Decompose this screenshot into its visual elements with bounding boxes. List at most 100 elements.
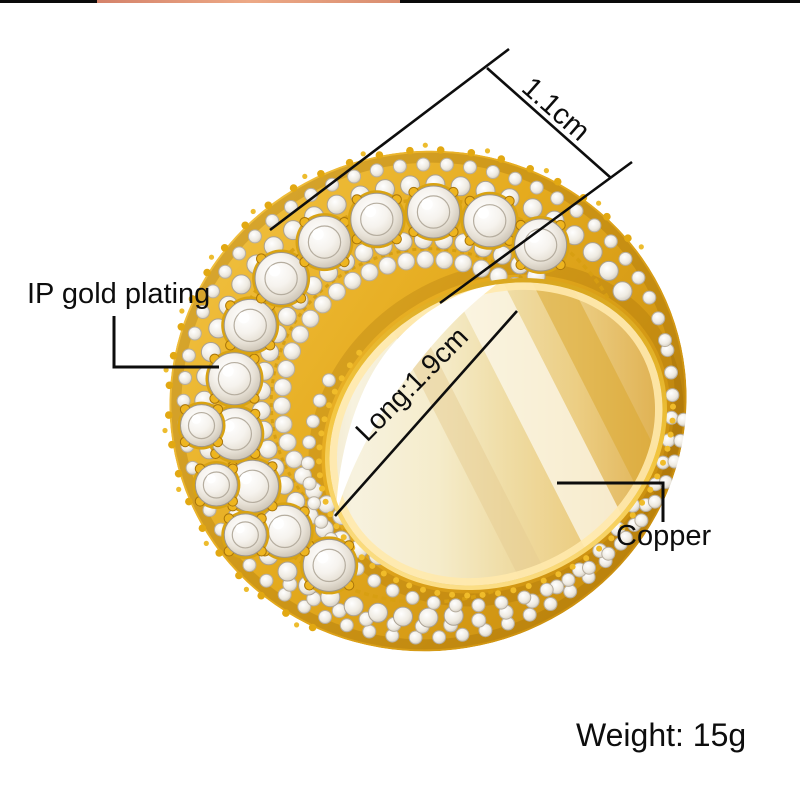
- pave-stone: [625, 497, 641, 513]
- pave-stone: [432, 630, 447, 645]
- large-stone-glint: [235, 523, 245, 534]
- gold-bead: [654, 473, 661, 480]
- inner-length-line: [334, 310, 518, 517]
- pave-stone: [471, 612, 487, 628]
- large-stone-facet: [217, 361, 252, 396]
- ring-prongs: [162, 142, 644, 632]
- prong-bead: [203, 268, 211, 277]
- large-stone-glint: [191, 414, 201, 424]
- gold-bead: [316, 472, 323, 479]
- prong-bead: [165, 411, 173, 419]
- pave-stone: [277, 360, 296, 378]
- gold-bead: [495, 590, 501, 597]
- prong-bead: [185, 497, 193, 506]
- pave-stone: [348, 516, 367, 535]
- prong-bead: [208, 254, 215, 260]
- gold-bead: [319, 485, 326, 492]
- pave-stone: [543, 597, 558, 611]
- gold-bead: [420, 586, 426, 593]
- prong-bead: [526, 165, 534, 173]
- prong-bead: [282, 609, 290, 617]
- prong-bead: [215, 549, 223, 557]
- pave-stone: [385, 583, 400, 598]
- gold-bead: [510, 587, 517, 594]
- pave-stone: [612, 281, 633, 302]
- large-stone: [254, 252, 308, 305]
- pave-stone: [494, 595, 509, 610]
- pave-stone: [218, 264, 233, 279]
- gold-bead: [338, 375, 345, 382]
- prong-bead: [422, 142, 428, 148]
- prong-bead: [317, 170, 325, 178]
- pave-stone: [181, 348, 196, 363]
- pave-stone: [272, 396, 291, 415]
- pave-stone: [508, 171, 523, 186]
- prong-bead: [308, 623, 317, 632]
- prong-bead: [543, 168, 550, 174]
- pave-stone: [647, 494, 662, 509]
- pave-stone: [347, 169, 362, 184]
- gold-bead: [619, 524, 626, 531]
- pave-stone: [642, 290, 657, 305]
- prong-bead: [596, 200, 602, 206]
- gold-bead: [583, 555, 590, 562]
- pave-stone: [402, 532, 421, 551]
- pave-stone: [242, 558, 257, 573]
- gold-bead: [333, 523, 340, 530]
- pave-stone: [631, 270, 646, 285]
- top-edge-strip-right: [400, 0, 800, 3]
- large-stone-glint: [222, 365, 234, 377]
- pave-stone: [582, 560, 596, 575]
- ring-band: [169, 150, 691, 652]
- gold-bead: [393, 577, 400, 584]
- prong-bead: [264, 201, 273, 210]
- gold-bead: [321, 416, 328, 423]
- gold-bead: [380, 570, 387, 577]
- large-stone: [407, 185, 460, 239]
- large-stone-glint: [477, 207, 489, 219]
- gold-bead: [316, 458, 322, 465]
- pave-stone: [435, 251, 454, 270]
- large-stone-glint: [223, 420, 235, 432]
- pave-stone: [448, 598, 463, 613]
- prong-bead: [220, 244, 229, 252]
- large-stone-glint: [240, 472, 252, 485]
- pave-stone: [664, 365, 678, 380]
- pave-stone: [300, 456, 315, 471]
- gold-bead: [327, 511, 334, 518]
- pave-stone: [247, 229, 262, 244]
- prong-bead: [603, 212, 611, 221]
- pave-stone: [665, 388, 680, 403]
- gold-bead: [670, 403, 676, 410]
- large-stone-facet: [187, 411, 216, 440]
- pave-stone: [489, 267, 508, 286]
- large-stone-glint: [421, 198, 433, 210]
- pave-stone: [313, 295, 332, 314]
- prong-bead: [179, 308, 185, 314]
- prong-bead: [302, 173, 308, 179]
- large-stone-facet: [307, 225, 342, 259]
- prong-bead: [406, 146, 414, 155]
- large-stone: [223, 298, 277, 352]
- large-stone-facet: [202, 471, 231, 499]
- pave-stone: [383, 529, 402, 548]
- gold-bead: [356, 349, 363, 356]
- pave-stone: [505, 276, 524, 295]
- large-stone-facet: [312, 548, 346, 583]
- prong-bead: [497, 155, 506, 163]
- gold-bead: [326, 402, 332, 409]
- pave-stone: [601, 546, 616, 561]
- pave-stone: [388, 550, 408, 570]
- pave-stone: [195, 305, 210, 319]
- prong-bead: [163, 367, 169, 373]
- pave-stone: [598, 260, 619, 281]
- plating-label: IP gold plating: [27, 278, 211, 310]
- pave-stone: [520, 288, 539, 307]
- prong-bead: [235, 571, 243, 580]
- prong-bead: [257, 591, 266, 600]
- gold-bead: [340, 534, 347, 541]
- prong-bead: [241, 221, 249, 230]
- gold-bead: [479, 591, 486, 598]
- large-stone: [350, 192, 404, 246]
- prong-bead: [250, 208, 256, 215]
